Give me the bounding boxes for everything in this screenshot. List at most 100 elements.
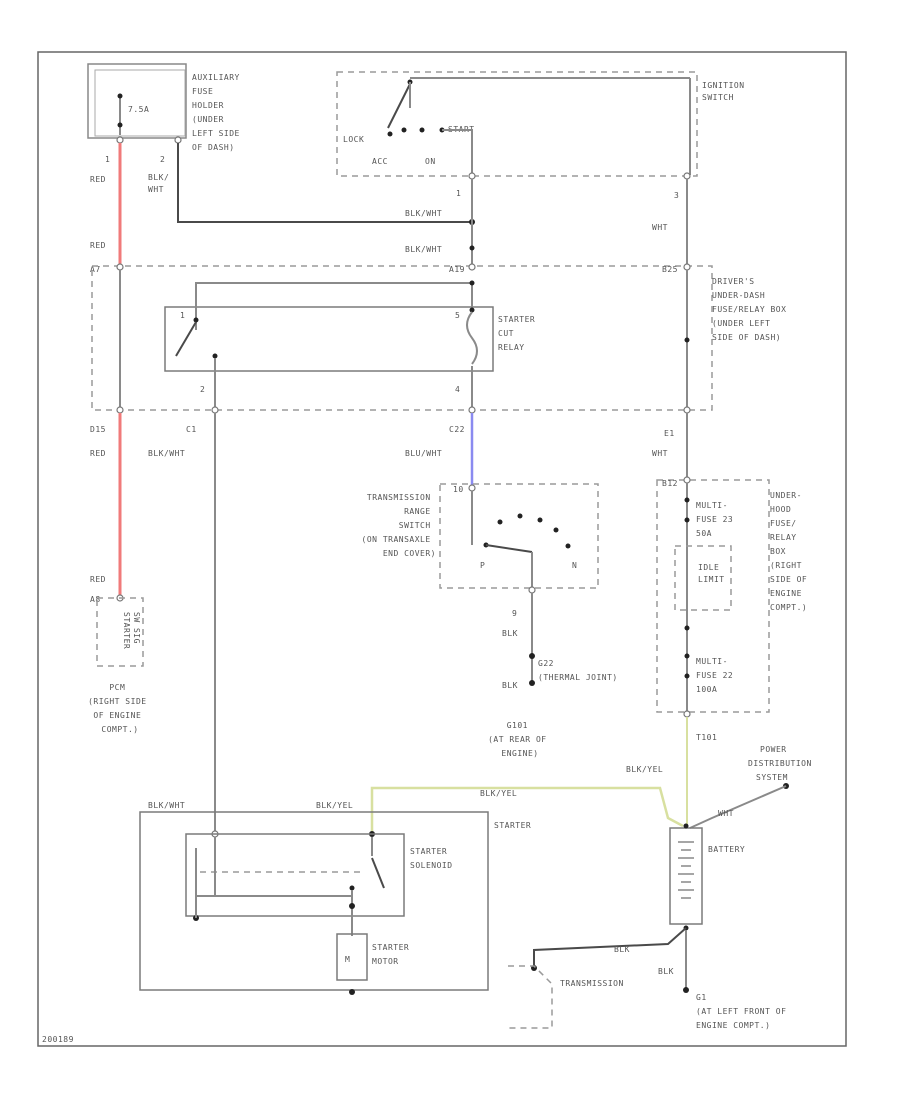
blk-yel-label-2: BLK/YEL: [480, 789, 517, 798]
relay-pin5: 5: [455, 311, 460, 320]
lock-label: LOCK: [343, 135, 364, 144]
ign-pin1: 1: [456, 189, 461, 198]
blk-yel-label-3: BLK/YEL: [316, 801, 353, 810]
starter-motor-box: [336, 933, 368, 981]
transmission-label: TRANSMISSION: [560, 979, 624, 988]
fuse-node-bottom: [117, 122, 123, 128]
aux-pin1-terminal: [116, 136, 124, 144]
acc-contact: [401, 127, 407, 133]
transmission-case: [508, 965, 553, 1029]
starter-cut-relay-box: [164, 306, 494, 372]
ign-switch-lever: [387, 83, 411, 129]
blk-label-trans: BLK: [502, 629, 518, 638]
trans-range-switch-box: [439, 483, 599, 589]
starter-motor-ground: [349, 989, 355, 995]
a19-terminal: [468, 263, 476, 271]
trans-switch-arm: [485, 544, 533, 553]
starter-box: [139, 811, 489, 991]
starter-cut-label: STARTER CUT RELAY: [498, 315, 541, 352]
trans-pin10: 10: [453, 485, 464, 494]
pin-c1: C1: [186, 425, 197, 434]
ignition-switch-box: [336, 71, 698, 177]
wht-box-node: [684, 337, 690, 343]
idle-node: [684, 625, 690, 631]
pin-t101: T101: [696, 733, 717, 742]
solenoid-contact-node: [349, 885, 355, 891]
fuse-node-top: [117, 93, 123, 99]
blk-wht-aux-wire: [177, 143, 472, 223]
start-wire: [442, 129, 473, 175]
idle-limit-box: [674, 545, 732, 611]
wht-label-battery: WHT: [718, 809, 734, 818]
aux-pin2-terminal: [174, 136, 182, 144]
pin-d15: D15: [90, 425, 106, 434]
blk-label-strap: BLK: [614, 945, 630, 954]
power-dist-label: POWER DISTRIBUTION SYSTEM: [748, 745, 817, 782]
relay-pin1-node: [193, 317, 199, 323]
relay-pin2: 2: [200, 385, 205, 394]
pin-a7-label: A7: [90, 265, 101, 274]
relay-node-a19: [469, 280, 475, 286]
wht-label-upper: WHT: [652, 223, 668, 232]
mf23-label: MULTI- FUSE 23 50A: [696, 501, 739, 538]
blk-yel-starter-wire: [370, 786, 684, 832]
pcm-label: PCM (RIGHT SIDE OF ENGINE COMPT.): [88, 683, 152, 734]
starter-motor-label: STARTER MOTOR: [372, 943, 415, 966]
idle-limit-label: IDLE LIMIT: [698, 563, 725, 584]
relay-coil: [466, 311, 478, 365]
blu-wht-label: BLU/WHT: [405, 449, 442, 458]
underhood-fuse-box: [656, 479, 770, 713]
ign-pin3-terminal: [683, 172, 691, 180]
c1-terminal: [211, 406, 219, 414]
aux-fuse-label: AUXILIARY FUSE HOLDER (UNDER LEFT SIDE O…: [192, 73, 245, 152]
g101-node: [529, 680, 535, 686]
blk-wht-c1-label: BLK/WHT: [148, 449, 185, 458]
d15-terminal: [116, 406, 124, 414]
g1-label: G1 (AT LEFT FRONT OF ENGINE COMPT.): [696, 993, 792, 1030]
starter-motor-m: M: [345, 955, 350, 964]
ignition-switch-label: IGNITION SWITCH: [702, 81, 750, 102]
trans-pin9: 9: [512, 609, 517, 618]
mf22-label: MULTI- FUSE 22 100A: [696, 657, 739, 694]
power-dist-wire: [689, 785, 787, 829]
solenoid-label: STARTER SOLENOID: [410, 847, 453, 870]
trans-pin-p: P: [480, 561, 485, 570]
trans-contact-4: [553, 527, 559, 533]
trans-contact-3: [537, 517, 543, 523]
pin-c22: C22: [449, 425, 465, 434]
blk-yel-label-1: BLK/YEL: [626, 765, 663, 774]
pin-b25: B25: [662, 265, 678, 274]
trans-range-label: TRANSMISSION RANGE SWITCH (ON TRANSAXLE …: [362, 493, 436, 558]
pin-e1: E1: [664, 429, 675, 438]
wht-label-lower: WHT: [652, 449, 668, 458]
drivers-fuse-box: [91, 265, 713, 411]
red-label-1: RED: [90, 175, 106, 184]
blk-wht-label-lower: BLK/WHT: [405, 245, 442, 254]
relay-pin4: 4: [455, 385, 460, 394]
g22-label: G22: [538, 659, 554, 668]
pin-a8: A8: [90, 595, 101, 604]
t101-terminal: [683, 710, 691, 718]
c22-terminal: [468, 406, 476, 414]
battery-pos-node: [683, 823, 689, 829]
battery-label: BATTERY: [708, 845, 745, 854]
g1-node: [683, 987, 689, 993]
aux-pin2: 2: [160, 155, 165, 164]
pin-a19: A19: [449, 265, 465, 274]
pcm-box-label: STARTER SW SIG: [122, 612, 141, 655]
thermal-label: (THERMAL JOINT): [538, 673, 618, 682]
solenoid-coil-wire: [195, 837, 216, 897]
pcm-box: [96, 597, 144, 667]
starter-label: STARTER: [494, 821, 531, 830]
mf23-node-bottom: [684, 517, 690, 523]
b12-terminal: [683, 476, 691, 484]
battery-cells: [678, 841, 694, 899]
relay-pin1: 1: [180, 311, 185, 320]
motor-feed-node: [349, 903, 355, 909]
trans-pin9-terminal: [528, 586, 536, 594]
on-label: ON: [425, 157, 436, 166]
blk-label-g101: BLK: [502, 681, 518, 690]
mf22-node-bottom: [684, 673, 690, 679]
underhood-label: UNDER- HOOD FUSE/ RELAY BOX (RIGHT SIDE …: [770, 491, 813, 612]
